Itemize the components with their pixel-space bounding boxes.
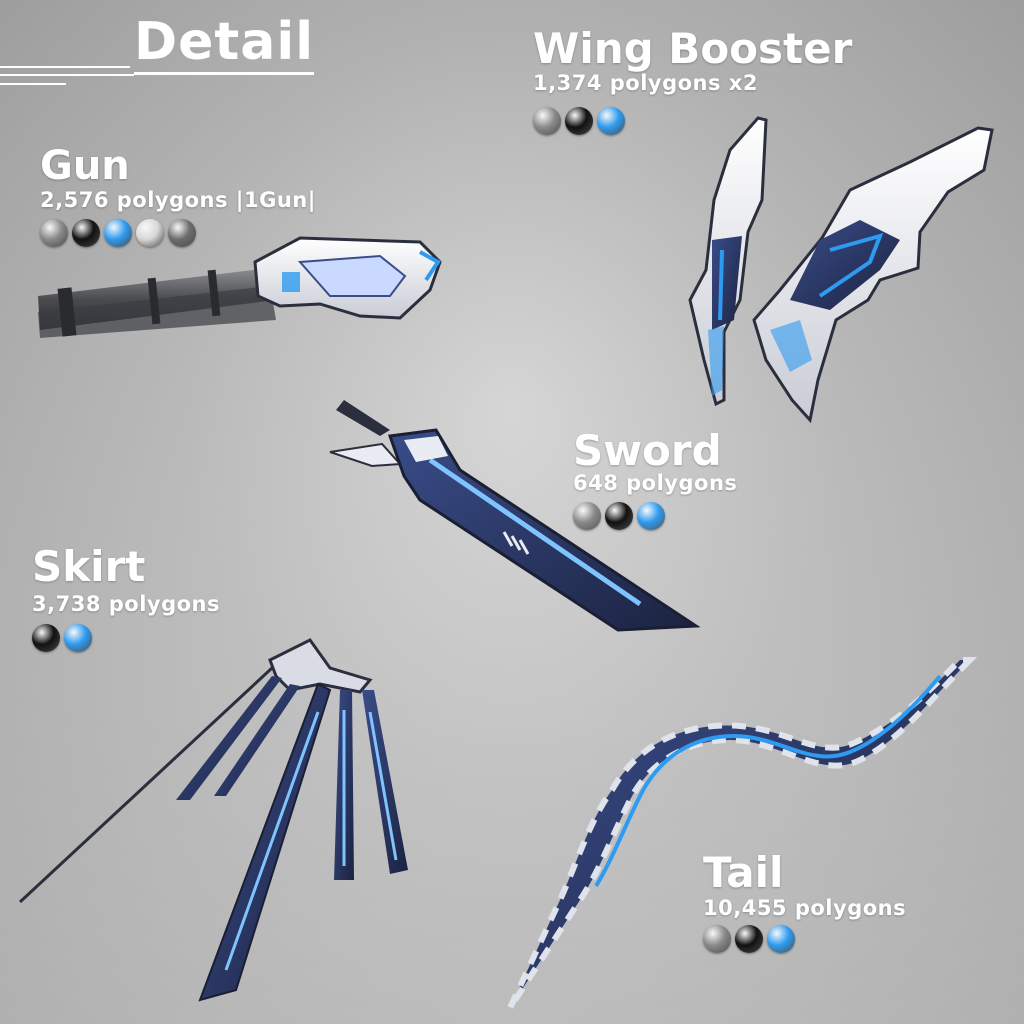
tail-swatches [703, 925, 795, 953]
material-swatch-black [32, 624, 60, 652]
material-swatch-black [565, 107, 593, 135]
wing-booster-swatches [533, 107, 625, 135]
material-swatch-darkgray [168, 219, 196, 247]
sword-swatches [573, 502, 665, 530]
sword-name: Sword [573, 426, 722, 475]
material-swatch-black [735, 925, 763, 953]
page-title: Detail [134, 12, 315, 75]
skirt-render [18, 638, 408, 1002]
tail-polygons: 10,455 polygons [703, 896, 907, 920]
material-swatch-black [72, 219, 100, 247]
tail-render [507, 657, 978, 1010]
skirt-name: Skirt [32, 542, 146, 591]
gun-name: Gun [40, 143, 130, 189]
skirt-swatches [32, 624, 92, 652]
material-swatch-black [605, 502, 633, 530]
title-rule-bottom [0, 83, 66, 85]
wing-booster-name: Wing Booster [533, 24, 853, 73]
material-swatch-gray [703, 925, 731, 953]
material-swatch-gray [573, 502, 601, 530]
material-swatch-blue [104, 219, 132, 247]
sword-polygons: 648 polygons [573, 471, 738, 495]
material-swatch-gray [40, 219, 68, 247]
material-swatch-white [136, 219, 164, 247]
gun-polygons: 2,576 polygons |1Gun| [40, 188, 316, 212]
title-rule-middle [0, 74, 134, 76]
material-swatch-blue [64, 624, 92, 652]
material-swatch-blue [637, 502, 665, 530]
gun-render [38, 236, 442, 338]
skirt-polygons: 3,738 polygons [32, 592, 220, 616]
title-rule-top [0, 66, 130, 68]
material-swatch-blue [767, 925, 795, 953]
material-swatch-blue [597, 107, 625, 135]
tail-name: Tail [703, 848, 784, 897]
wing-booster-render [688, 116, 994, 424]
material-swatch-gray [533, 107, 561, 135]
wing-booster-polygons: 1,374 polygons x2 [533, 71, 758, 95]
gun-swatches [40, 219, 196, 247]
sword-render [329, 400, 701, 632]
